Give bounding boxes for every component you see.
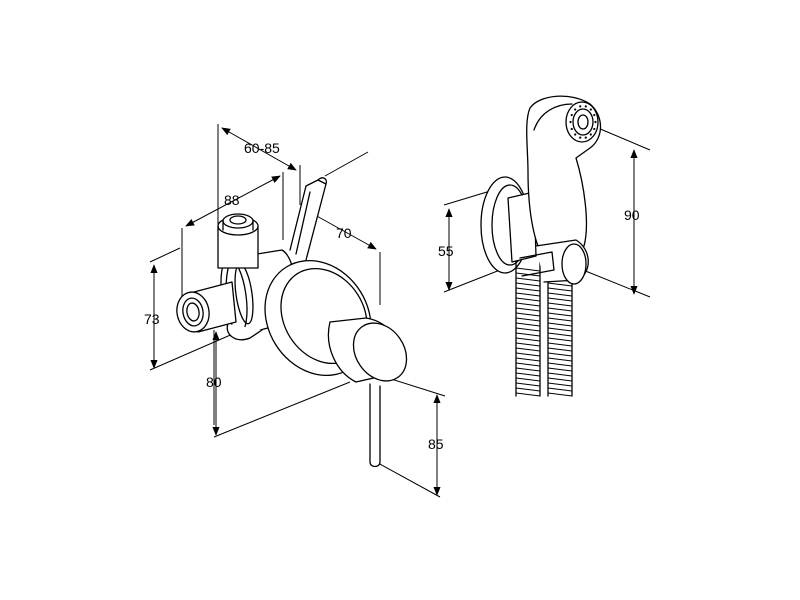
dim-label-80: 80 xyxy=(206,374,222,390)
dim-label-55: 55 xyxy=(438,243,454,259)
dim-label-73: 73 xyxy=(144,311,160,327)
dim-label-90: 90 xyxy=(624,207,640,223)
dim-label-88: 88 xyxy=(224,192,240,208)
dim-line-60-85 xyxy=(221,127,297,171)
dim-label-70: 70 xyxy=(336,225,352,241)
dim-label-60-85: 60-85 xyxy=(244,140,280,156)
dim-label-85: 85 xyxy=(428,436,444,452)
dimension-labels: 60-85 88 70 73 80 85 55 90 xyxy=(144,140,640,452)
hand-shower-assembly xyxy=(443,95,651,397)
valve-assembly xyxy=(149,124,446,498)
dim-line-88 xyxy=(185,175,281,227)
